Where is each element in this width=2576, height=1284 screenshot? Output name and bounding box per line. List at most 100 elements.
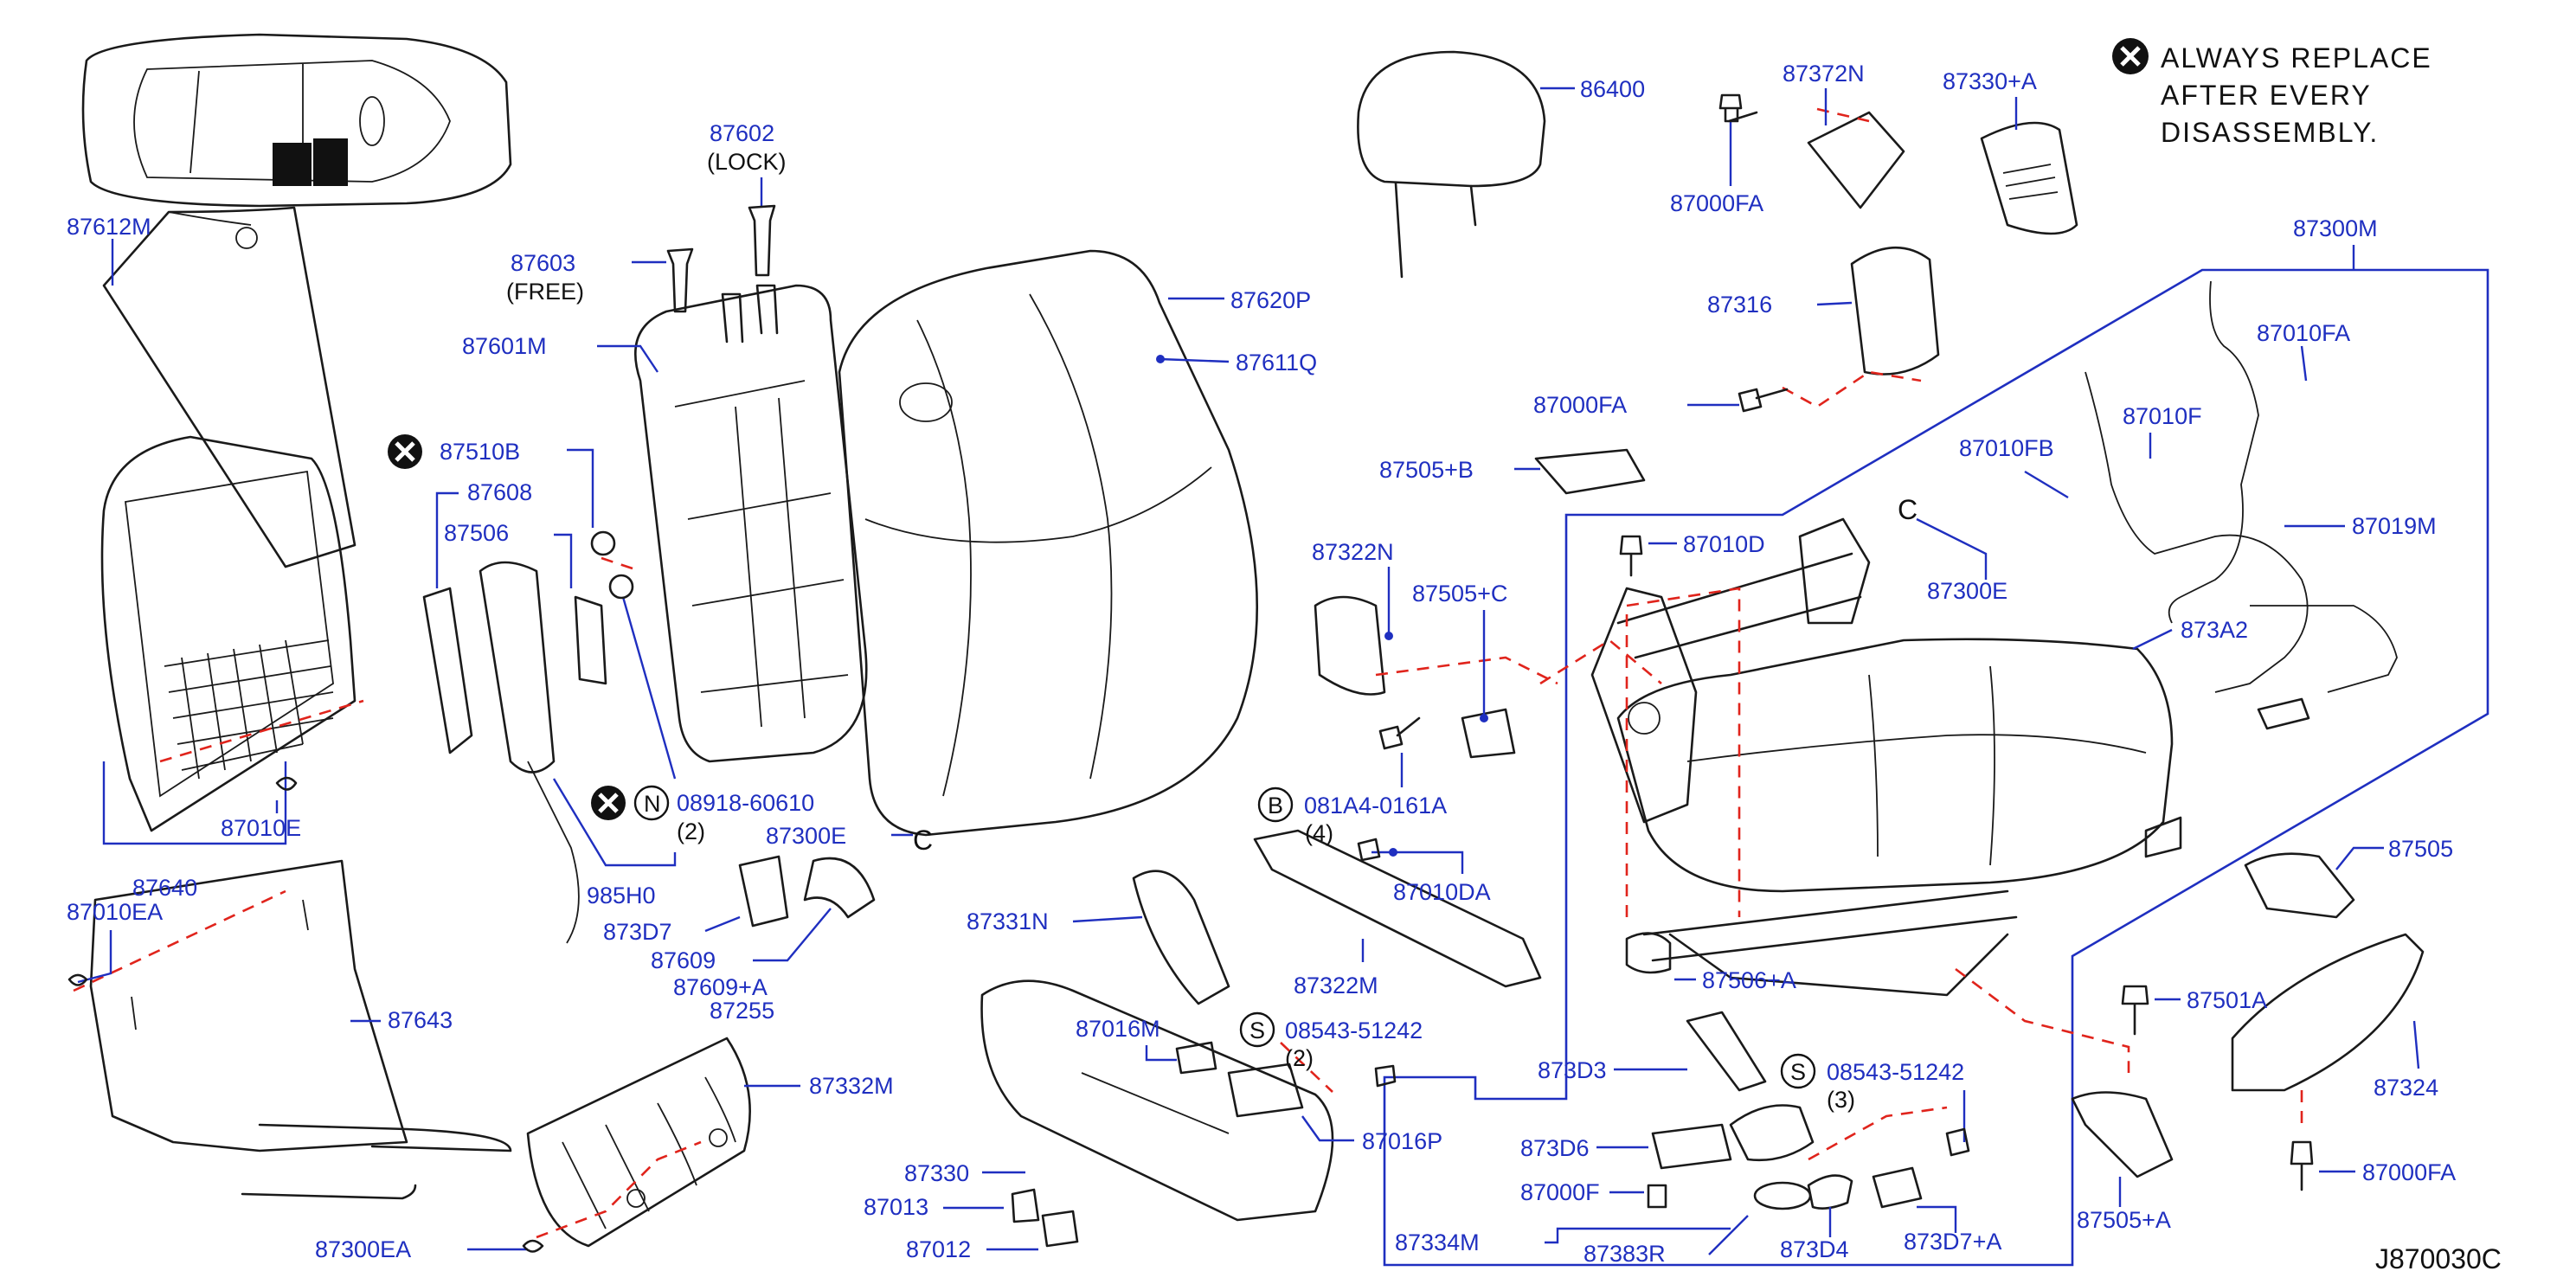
replace-icon: [388, 434, 422, 469]
label-87016M: 87016M: [1076, 1016, 1160, 1042]
diagram-id: J870030C: [2375, 1243, 2502, 1274]
bolt-icon: [2290, 1140, 2314, 1191]
qty-note-3: (3): [1827, 1087, 1855, 1113]
label-87608: 87608: [467, 479, 532, 505]
label-87332M: 87332M: [809, 1073, 894, 1099]
knob-set: [1314, 448, 1646, 759]
callouts: 87612M 87640 87010E 87010EA 87643 87300E…: [67, 61, 2456, 1267]
bolt-icon: [1357, 838, 1381, 862]
label-87019M: 87019M: [2352, 513, 2437, 539]
bolt-icon: [1619, 535, 1643, 577]
label-87300E-right: 87300E: [1927, 578, 2007, 604]
free-note: (FREE): [506, 279, 584, 305]
label-87300E-left: 87300E: [766, 823, 846, 849]
label-873A2: 873A2: [2181, 617, 2248, 643]
seat-back-cover: [838, 249, 1259, 837]
label-87510B: 87510B: [440, 439, 520, 465]
seat-back-frame: [633, 284, 868, 763]
pin-icon: [666, 247, 694, 313]
label-87609: 87609: [651, 947, 716, 973]
label-87013: 87013: [864, 1194, 928, 1220]
label-87501A: 87501A: [2187, 987, 2267, 1013]
bolt-icon: [1738, 388, 1789, 413]
label-87505: 87505: [2388, 836, 2453, 862]
label-08543-51242-a: 08543-51242: [1285, 1018, 1423, 1043]
clip-icon: [275, 776, 298, 791]
label-87322M: 87322M: [1294, 973, 1378, 998]
qty-note-2b: (2): [1285, 1045, 1314, 1071]
side-airbag: [422, 561, 876, 944]
small-trims: [1625, 852, 2425, 1210]
label-08918-60610: 08918-60610: [677, 790, 814, 816]
bolt-icon: [1647, 1184, 1667, 1209]
bolt-icon: [1378, 716, 1421, 750]
label-87331N: 87331N: [967, 908, 1049, 934]
label-87330: 87330: [904, 1160, 969, 1186]
circle-s-marker: S: [1780, 1053, 1816, 1089]
pin-icon: [748, 204, 776, 277]
label-873D7: 873D7: [603, 919, 672, 945]
lock-note: (LOCK): [707, 149, 787, 175]
label-87505-c: 87505+C: [1412, 581, 1507, 607]
nut-icon: [590, 530, 634, 600]
vehicle-locator: [81, 33, 512, 208]
label-081A4-0161A: 081A4-0161A: [1304, 793, 1447, 819]
circle-s-letter: S: [1790, 1059, 1806, 1085]
label-87255: 87255: [710, 998, 774, 1024]
label-87010DA: 87010DA: [1393, 879, 1491, 905]
label-87609-a: 87609+A: [673, 974, 768, 1000]
legend-line-2: AFTER EVERY: [2161, 80, 2372, 111]
label-87612M: 87612M: [67, 214, 151, 240]
label-873D4: 873D4: [1780, 1236, 1849, 1262]
label-87010EA: 87010EA: [67, 899, 163, 925]
label-87330-a: 87330+A: [1943, 68, 2037, 94]
lower-panel: [89, 859, 512, 1200]
label-87640: 87640: [132, 875, 197, 901]
label-87316: 87316: [1707, 292, 1772, 318]
label-87300M: 87300M: [2293, 215, 2378, 241]
wire-harness: [2085, 280, 2398, 730]
relation-lines: [73, 107, 2303, 1239]
label-87322N: 87322N: [1312, 539, 1394, 565]
cushion-pan: [526, 1037, 751, 1248]
label-87643: 87643: [388, 1007, 453, 1033]
label-87012: 87012: [906, 1236, 971, 1262]
circle-s-letter: S: [1249, 1018, 1265, 1043]
seat-cushion-assembly: [1590, 517, 2182, 997]
circle-b-marker: B: [1257, 786, 1294, 823]
bolt-icon: [1945, 1127, 1970, 1157]
label-87016P: 87016P: [1362, 1128, 1442, 1154]
qty-note-4: (4): [1305, 820, 1333, 846]
clip-c-left: C: [913, 825, 933, 856]
label-87602: 87602: [710, 120, 774, 146]
rear-board: [102, 206, 357, 568]
qty-note-2a: (2): [677, 819, 705, 844]
label-08543-51242-b: 08543-51242: [1827, 1059, 1964, 1085]
label-87506-a: 87506+A: [1702, 967, 1796, 993]
seat-assembly-frame: [1383, 268, 2489, 1267]
label-87334M: 87334M: [1395, 1229, 1480, 1255]
headrest: [1357, 50, 1546, 279]
label-87324: 87324: [2374, 1075, 2438, 1101]
label-87601M: 87601M: [462, 333, 547, 359]
replace-icon: [2112, 38, 2149, 74]
leader-dots: [1156, 355, 1488, 857]
label-87620P: 87620P: [1230, 287, 1311, 313]
label-87010FB: 87010FB: [1959, 435, 2054, 461]
clip-c-right: C: [1898, 494, 1918, 525]
legend-line-3: DISASSEMBLY.: [2161, 117, 2379, 148]
legend-line-1: ALWAYS REPLACE: [2161, 42, 2432, 74]
label-87000FA-top: 87000FA: [1670, 190, 1763, 216]
label-87010D: 87010D: [1683, 531, 1765, 557]
label-87010F: 87010F: [2123, 403, 2202, 429]
label-87000FA-bottom: 87000FA: [2362, 1159, 2456, 1185]
label-87010FA: 87010FA: [2257, 320, 2350, 346]
replace-icon: [591, 786, 626, 820]
label-87506: 87506: [444, 520, 509, 546]
circle-n-marker: N: [633, 785, 670, 821]
label-87000F: 87000F: [1520, 1179, 1600, 1205]
label-87611Q: 87611Q: [1236, 350, 1317, 376]
label-87505-a: 87505+A: [2077, 1207, 2171, 1233]
circle-n-letter: N: [644, 791, 661, 817]
